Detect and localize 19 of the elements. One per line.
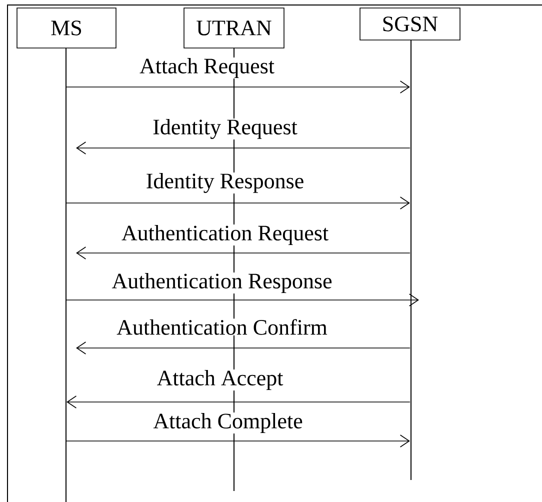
participant-box: UTRAN (184, 8, 284, 48)
message-label: Identity Response (145, 172, 305, 194)
participant-box: SGSN (360, 8, 460, 40)
message-label: Authentication Request (120, 224, 330, 246)
participant-box: MS (16, 8, 116, 48)
message-label: Identity Request (152, 118, 298, 140)
message-arrow (76, 246, 410, 260)
message-label: Attach Complete (152, 412, 304, 434)
message-arrow (66, 294, 419, 306)
message-label: Authentication Response (111, 272, 333, 294)
message-arrow (66, 434, 410, 448)
message-label: Authentication Confirm (116, 318, 328, 336)
message-label: Attach Request (139, 58, 275, 78)
message-arrow (76, 342, 410, 354)
message-arrow (66, 196, 410, 210)
message-label: Attach Accept (156, 370, 284, 390)
message-arrow (76, 142, 410, 154)
message-arrow (66, 396, 410, 408)
message-arrow (66, 80, 410, 94)
